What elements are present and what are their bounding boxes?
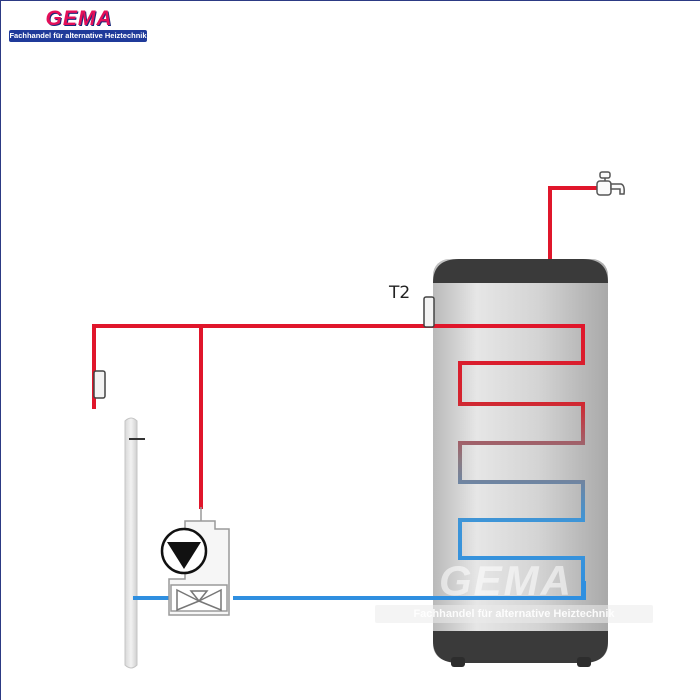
circulation-pump-icon [160, 527, 208, 575]
storage-tank [433, 259, 608, 667]
tank-foot [451, 657, 465, 667]
tank-foot [577, 657, 591, 667]
return-pipe [133, 581, 586, 600]
radiator-panel [124, 417, 145, 669]
temperature-sensor-icon [93, 370, 106, 399]
hot-water-outlet-pipe [548, 186, 600, 259]
water-tap-icon [596, 171, 625, 196]
watermark-tagline: Fachhandel für alternative Heiztechnik [375, 605, 653, 623]
logo-brand: GEMA [45, 7, 113, 30]
watermark-brand: GEMA [439, 557, 573, 604]
temperature-sensor-icon [423, 296, 435, 328]
flow-pipe [92, 324, 433, 409]
mixing-valve-icon [170, 584, 228, 612]
sensor-label-t2: T2 [389, 283, 411, 303]
logo-tagline: Fachhandel für alternative Heiztechnik [9, 30, 147, 42]
heat-exchanger-coil [433, 324, 585, 597]
gema-logo: GEMA Fachhandel für alternative Heiztech… [9, 7, 147, 43]
pump-group [160, 507, 230, 616]
tank-shell [433, 259, 608, 661]
tank-bottom-cap [433, 631, 608, 663]
tank-top-cap [433, 259, 608, 283]
